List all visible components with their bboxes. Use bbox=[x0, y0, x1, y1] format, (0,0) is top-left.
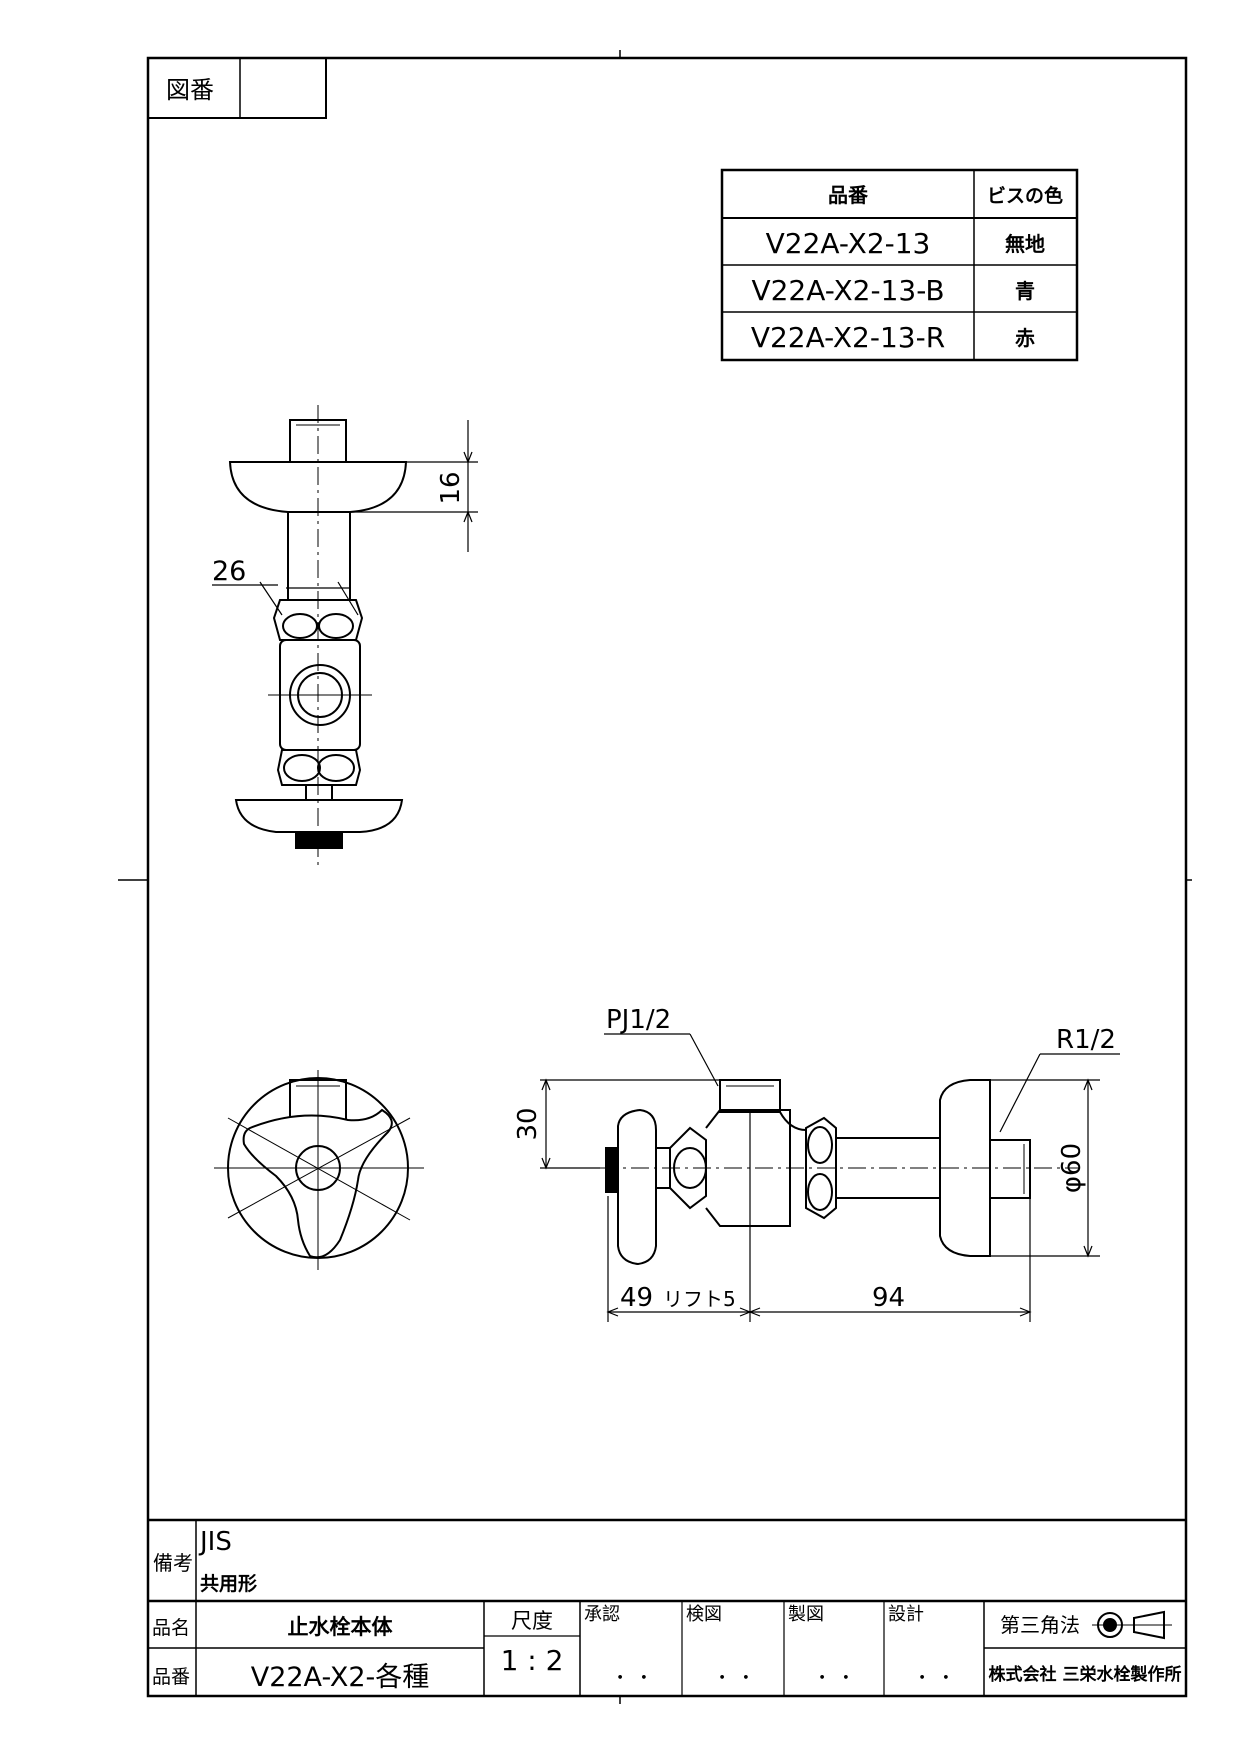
dimension-pj bbox=[604, 1033, 719, 1087]
side-view-valve bbox=[600, 1079, 1080, 1266]
table-row-screw-color: 無地 bbox=[1005, 232, 1045, 256]
check-label: 検図 bbox=[686, 1604, 722, 1625]
table-row-part-no: V22A-X2-13-R bbox=[751, 321, 945, 354]
scale-label: 尺度 bbox=[511, 1609, 553, 1633]
dim-lift-label: リフト5 bbox=[663, 1287, 736, 1311]
drawing-number-box: 図番 bbox=[147, 57, 327, 119]
remarks-line2: 共用形 bbox=[200, 1573, 257, 1595]
dimension-49-94 bbox=[606, 1110, 1032, 1322]
remarks-line1: JIS bbox=[198, 1527, 232, 1557]
scale-value: 1 : 2 bbox=[501, 1644, 564, 1677]
table-header-part-no: 品番 bbox=[828, 183, 869, 207]
dim-r-label: R1/2 bbox=[1056, 1025, 1116, 1055]
dimension-r bbox=[999, 1053, 1120, 1133]
drawing-number-label: 図番 bbox=[166, 76, 214, 104]
projection-label: 第三角法 bbox=[1000, 1613, 1080, 1637]
dim-16-label: 16 bbox=[436, 471, 466, 504]
dim-pj-label: PJ1/2 bbox=[606, 1005, 671, 1035]
name-value: 止水栓本体 bbox=[288, 1615, 394, 1639]
draw-label: 製図 bbox=[788, 1604, 824, 1625]
dim-phi60-label: φ60 bbox=[1057, 1143, 1087, 1193]
dim-94-label: 94 bbox=[872, 1283, 905, 1313]
remarks-label: 備考 bbox=[153, 1551, 193, 1575]
dimension-30 bbox=[540, 1078, 720, 1170]
design-label: 設計 bbox=[888, 1604, 924, 1625]
table-row-part-no: V22A-X2-13 bbox=[766, 227, 931, 260]
parts-table: 品番 ビスの色 V22A-X2-13 無地 V22A-X2-13-B 青 V22… bbox=[720, 168, 1079, 362]
part-value: V22A-X2-各種 bbox=[251, 1662, 430, 1693]
dimension-16 bbox=[350, 420, 478, 552]
company-name: 株式会社 三栄水栓製作所 bbox=[989, 1664, 1182, 1685]
draw-dots: ・ ・ bbox=[813, 1668, 855, 1689]
dim-26-label: 26 bbox=[212, 556, 246, 587]
approve-dots: ・ ・ bbox=[611, 1668, 653, 1689]
table-row-screw-color: 赤 bbox=[1015, 326, 1035, 350]
dim-30-label: 30 bbox=[513, 1107, 543, 1140]
title-block bbox=[148, 1518, 1186, 1696]
part-label: 品番 bbox=[152, 1666, 190, 1688]
table-row-screw-color: 青 bbox=[1015, 279, 1035, 303]
dimension-phi60 bbox=[990, 1078, 1100, 1258]
dimension-26 bbox=[212, 581, 359, 616]
third-angle-projection-icon bbox=[1092, 1610, 1172, 1640]
design-dots: ・ ・ bbox=[913, 1668, 955, 1689]
top-view-valve bbox=[228, 405, 408, 865]
dim-49-label: 49 bbox=[620, 1283, 653, 1313]
handle-front-view bbox=[214, 1070, 424, 1270]
table-row-part-no: V22A-X2-13-B bbox=[751, 274, 944, 307]
approve-label: 承認 bbox=[584, 1604, 620, 1625]
name-label: 品名 bbox=[152, 1617, 190, 1639]
drawing-frame bbox=[146, 56, 1188, 1698]
table-header-screw-color: ビスの色 bbox=[987, 184, 1063, 207]
check-dots: ・ ・ bbox=[713, 1668, 755, 1689]
